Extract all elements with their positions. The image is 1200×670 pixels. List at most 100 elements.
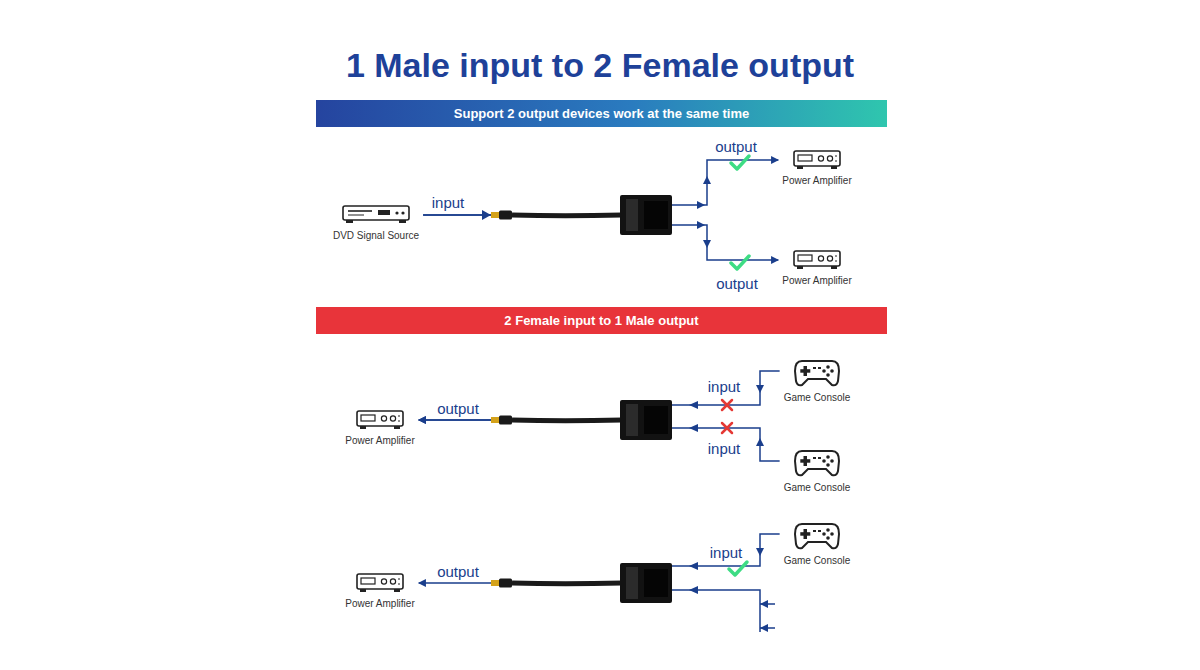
device-label: Power Amplifier — [345, 435, 414, 447]
dvd-icon — [342, 205, 410, 225]
console-icon — [794, 518, 840, 550]
power-amplifier-node: Power Amplifier — [778, 150, 855, 187]
icon-part — [357, 574, 403, 589]
icon-part — [818, 367, 821, 369]
signal-connector — [419, 371, 780, 420]
illustration-part — [697, 201, 705, 209]
icon-part — [831, 166, 837, 169]
icon-part — [831, 266, 837, 269]
section-three-art — [491, 548, 775, 632]
dvd-source-node: DVD Signal Source — [329, 205, 423, 242]
signal-connector — [419, 420, 780, 461]
banner-text: 2 Female input to 1 Male output — [504, 313, 698, 328]
device-label: Power Amplifier — [782, 275, 851, 287]
illustration-part — [703, 176, 711, 184]
icon-part — [826, 373, 830, 377]
icon-part — [822, 369, 826, 373]
icon-part — [798, 255, 812, 261]
device-label: Power Amplifier — [345, 598, 414, 610]
icon-part — [813, 457, 816, 459]
icon-part — [830, 532, 834, 536]
illustration-part — [731, 156, 749, 169]
illustration-part — [729, 562, 747, 575]
icon-part — [794, 151, 840, 166]
icon-part — [826, 536, 830, 540]
device-label: Game Console — [784, 482, 851, 494]
icon-part — [835, 261, 837, 262]
icon-part — [797, 266, 803, 269]
icon-part — [826, 463, 830, 467]
icon-part — [394, 426, 400, 429]
power-amplifier-node: Power Amplifier — [341, 573, 418, 610]
icon-part — [794, 251, 840, 266]
signal-connector — [419, 534, 780, 583]
illustration-part — [756, 548, 764, 556]
illustration-part — [672, 590, 760, 632]
illustration-part — [689, 424, 698, 432]
illustration-part — [703, 240, 711, 248]
icon-part — [398, 416, 400, 417]
icon-part — [398, 584, 400, 585]
icon-part — [795, 451, 839, 475]
amp-icon — [356, 573, 404, 593]
icon-part — [797, 166, 803, 169]
icon-part — [343, 206, 409, 220]
device-label: Power Amplifier — [782, 175, 851, 187]
icon-part — [795, 524, 839, 548]
signal-connector — [423, 160, 778, 215]
banner-text: Support 2 output devices work at the sam… — [454, 106, 749, 121]
illustration-part — [491, 195, 672, 235]
flow-label: input — [710, 544, 743, 561]
icon-part — [381, 416, 386, 421]
icon-part — [827, 256, 832, 261]
icon-part — [346, 220, 353, 223]
icon-part — [813, 367, 816, 369]
icon-part — [835, 161, 837, 162]
game-console-node: Game Console — [780, 518, 855, 567]
page-title: 1 Male input to 2 Female output — [0, 46, 1200, 85]
icon-part — [394, 589, 400, 592]
flow-label: output — [437, 563, 479, 580]
icon-part — [826, 365, 830, 369]
game-console-node: Game Console — [780, 445, 855, 494]
icon-part — [348, 210, 372, 212]
illustration-part — [482, 210, 491, 220]
icon-part — [826, 528, 830, 532]
power-amplifier-node: Power Amplifier — [341, 410, 418, 447]
icon-part — [835, 256, 837, 257]
icon-part — [826, 455, 830, 459]
icon-part — [348, 215, 364, 216]
icon-part — [830, 369, 834, 373]
illustration-part — [756, 438, 764, 446]
power-amplifier-node: Power Amplifier — [778, 250, 855, 287]
icon-part — [827, 156, 832, 161]
icon-part — [800, 532, 810, 536]
game-console-node: Game Console — [780, 355, 855, 404]
icon-part — [800, 369, 810, 373]
icon-part — [398, 579, 400, 580]
icon-part — [361, 578, 375, 584]
illustration-part — [697, 221, 705, 229]
icon-part — [818, 156, 823, 161]
flow-label: output — [716, 275, 758, 292]
illustration-part — [760, 600, 768, 608]
icon-part — [818, 256, 823, 261]
illustration-part — [689, 562, 698, 570]
icon-part — [822, 532, 826, 536]
device-label: Game Console — [784, 392, 851, 404]
flow-label: output — [437, 400, 479, 417]
signal-connector — [423, 215, 778, 260]
icon-part — [795, 361, 839, 385]
illustration-part — [760, 624, 768, 632]
icon-part — [361, 415, 375, 421]
illustration-part — [491, 400, 672, 440]
icon-part — [798, 155, 812, 161]
icon-part — [818, 457, 821, 459]
icon-part — [813, 530, 816, 532]
icon-part — [360, 589, 366, 592]
device-label: DVD Signal Source — [333, 230, 419, 242]
flow-label: input — [708, 440, 741, 457]
amp-icon — [793, 250, 841, 270]
icon-part — [398, 421, 400, 422]
